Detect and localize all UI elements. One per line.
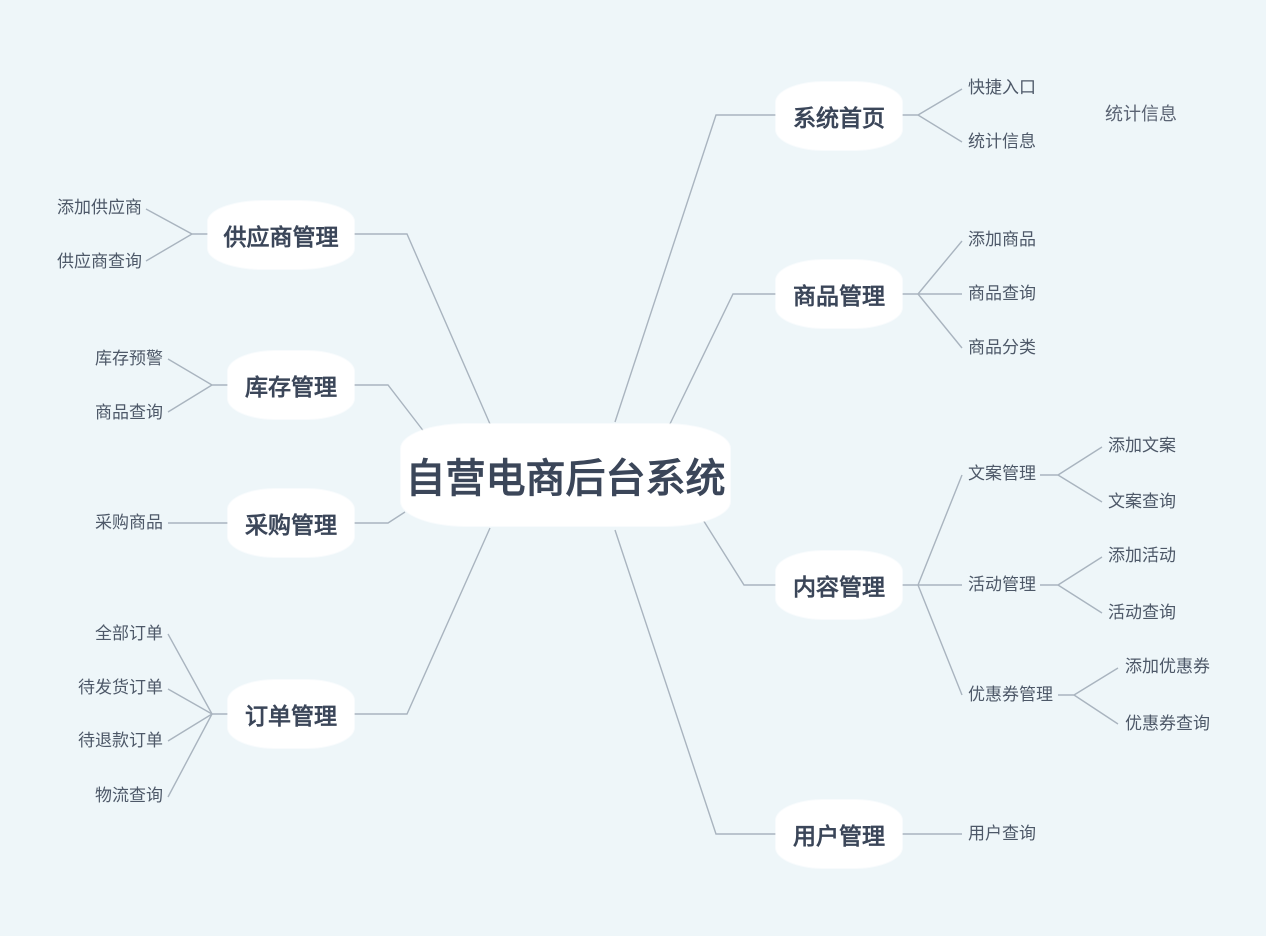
node-label: 内容管理 [793,575,885,601]
leaf-user-query[interactable]: 用户查询 [968,824,1036,844]
node-label: 用户管理 [793,824,885,850]
node-inventory-management[interactable]: 库存管理 [228,351,354,419]
node-supplier-management[interactable]: 供应商管理 [208,201,354,269]
leaf-add-coupon[interactable]: 添加优惠券 [1125,657,1210,677]
root-label: 自营电商后台系统 [405,456,726,502]
leaf-purchase-product[interactable]: 采购商品 [95,513,163,533]
node-label: 供应商管理 [223,225,339,251]
ghost-floating-text: 统计信息 [1105,104,1177,125]
leaf-quick-entry[interactable]: 快捷入口 [968,78,1036,98]
leaf-coupon-query[interactable]: 优惠券查询 [1125,714,1210,734]
node-label: 采购管理 [245,513,337,539]
subnode-coupon-management[interactable]: 优惠券管理 [968,685,1053,705]
root-node[interactable]: 自营电商后台系统 [401,424,730,526]
node-content-management[interactable]: 内容管理 [776,551,902,619]
leaf-all-orders[interactable]: 全部订单 [95,624,163,644]
leaf-stock-product-query[interactable]: 商品查询 [95,403,163,423]
leaf-product-query[interactable]: 商品查询 [968,284,1036,304]
leaf-stock-warning[interactable]: 库存预警 [95,349,163,369]
leaf-copywriting-query[interactable]: 文案查询 [1108,492,1176,512]
node-product-management[interactable]: 商品管理 [776,260,902,328]
leaf-add-copywriting[interactable]: 添加文案 [1108,436,1176,456]
node-label: 商品管理 [793,284,885,310]
subnode-copywriting-management[interactable]: 文案管理 [968,464,1036,484]
leaf-activity-query[interactable]: 活动查询 [1108,603,1176,623]
leaf-pending-shipment-orders[interactable]: 待发货订单 [78,678,163,698]
leaf-add-product[interactable]: 添加商品 [968,230,1036,250]
leaf-add-supplier[interactable]: 添加供应商 [57,198,142,218]
node-label: 系统首页 [793,106,885,132]
subnode-activity-management[interactable]: 活动管理 [968,575,1036,595]
leaf-logistics-query[interactable]: 物流查询 [95,786,163,806]
node-system-home[interactable]: 系统首页 [776,82,902,150]
node-label: 订单管理 [245,704,337,730]
leaf-supplier-query[interactable]: 供应商查询 [57,252,142,272]
leaf-add-activity[interactable]: 添加活动 [1108,546,1176,566]
node-label: 库存管理 [245,375,337,401]
node-purchase-management[interactable]: 采购管理 [228,489,354,557]
node-order-management[interactable]: 订单管理 [228,680,354,748]
leaf-product-category[interactable]: 商品分类 [968,338,1036,358]
leaf-statistics[interactable]: 统计信息 [968,132,1036,152]
leaf-pending-refund-orders[interactable]: 待退款订单 [78,731,163,751]
node-user-management[interactable]: 用户管理 [776,800,902,868]
